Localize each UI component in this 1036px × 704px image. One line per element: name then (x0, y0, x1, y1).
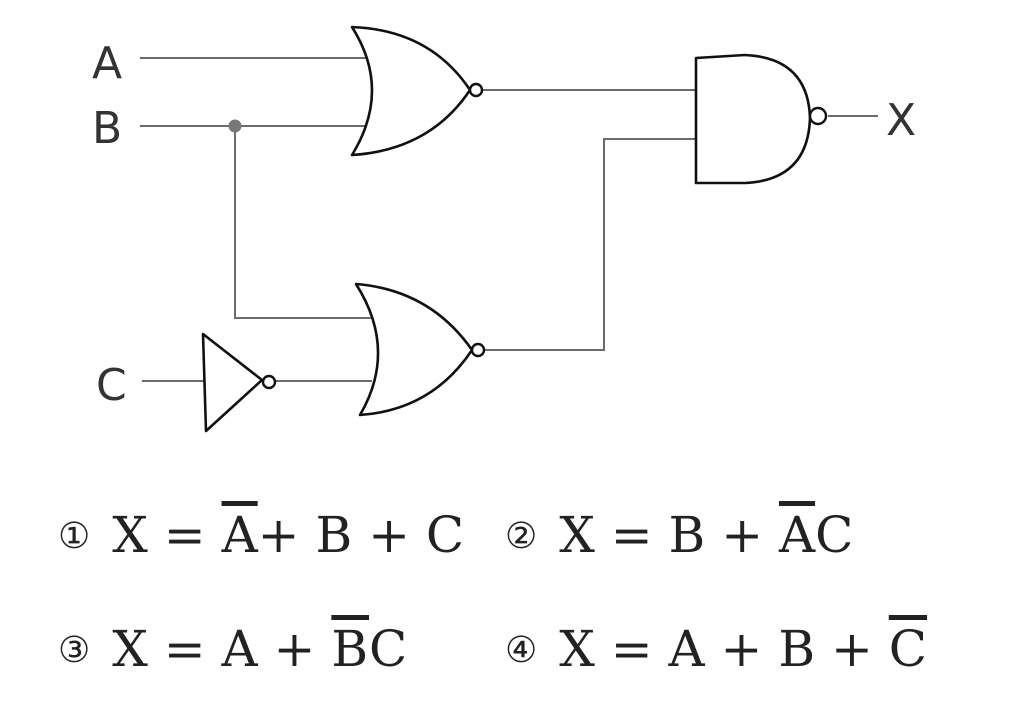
output-label-x: X (886, 95, 916, 146)
nor-gate-1 (350, 25, 484, 157)
option-number: ③ (58, 630, 91, 671)
input-label-b: B (92, 103, 122, 154)
overline-term: C (888, 620, 928, 678)
not-gate (201, 332, 277, 433)
input-label-c: C (96, 360, 127, 411)
input-label-a: A (92, 38, 122, 89)
overline-term: B (331, 620, 370, 678)
option-number: ④ (505, 630, 538, 671)
option-number: ② (505, 516, 538, 557)
wire-nor2-out (485, 138, 705, 351)
nor-gate-2 (354, 282, 486, 417)
overline-term: A (221, 506, 258, 564)
nand-gate (694, 53, 828, 185)
wire-b-branch (234, 126, 372, 319)
overline-term: A (778, 506, 816, 564)
junction-dot (228, 119, 242, 133)
option-number: ① (58, 516, 91, 557)
